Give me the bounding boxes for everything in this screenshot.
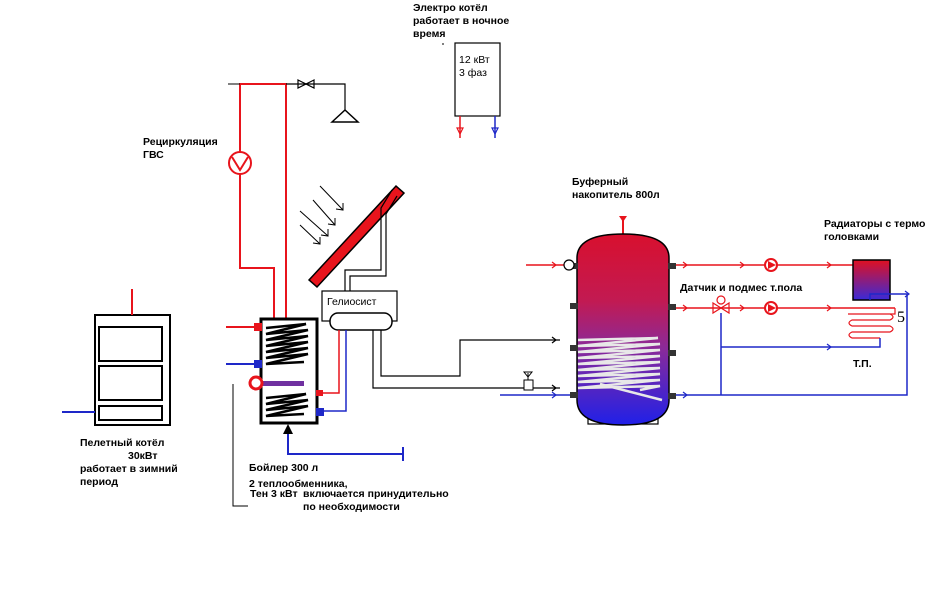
- boiler-label: Бойлер 300 л 2 теплообменника,: [249, 462, 348, 491]
- valve-icon[interactable]: [297, 79, 315, 89]
- label-line: накопитель 800л: [572, 189, 660, 201]
- sun-rays-icon: [299, 185, 344, 245]
- dhw-boiler: [226, 79, 404, 507]
- label-line: 30кВт: [128, 450, 158, 462]
- label-line: ГВС: [143, 149, 164, 161]
- label-line: время: [413, 28, 446, 40]
- helio-label: Гелиосист: [327, 296, 377, 308]
- sensor-label: Датчик и подмес т.пола: [680, 282, 803, 294]
- label-line: работает в ночное: [413, 15, 510, 27]
- radiator-circuit: [676, 258, 910, 399]
- label-line: по необходимости: [303, 501, 400, 513]
- label-line: Пелетный котёл: [80, 437, 165, 449]
- ten-label: Тен 3 кВт: [250, 488, 298, 500]
- buffer-hot-inlet: [526, 259, 575, 271]
- helio-system: [321, 290, 560, 412]
- floor-heating-circuit: [676, 295, 896, 395]
- pump-icon[interactable]: [764, 258, 778, 272]
- recirculation-label: Рециркуляция ГВС: [143, 136, 218, 162]
- pellet-boiler: [62, 289, 171, 426]
- shower-icon: [330, 108, 360, 123]
- radiators-label: Радиаторы с термо головками: [824, 218, 925, 244]
- label-line: Электро котёл: [413, 2, 488, 14]
- label-line: период: [80, 476, 118, 488]
- coil-count-label: 5: [897, 309, 905, 326]
- label-line: 3 фаз: [459, 67, 487, 79]
- electric-boiler: [442, 42, 501, 138]
- buffer-label: Буферный накопитель 800л: [572, 176, 660, 202]
- solar-panel-icon: [307, 184, 406, 291]
- pump-icon[interactable]: [764, 301, 778, 315]
- label-line: 2 теплообменника,: [249, 478, 348, 490]
- label-line: Буферный: [572, 176, 629, 188]
- pellet-boiler-label: Пелетный котёл 30кВт работает в зимний п…: [80, 437, 178, 489]
- electro-boiler-label: Электро котёл работает в ночное время: [413, 2, 509, 41]
- label-line: Бойлер 300 л: [249, 462, 319, 474]
- forced-label: включается принудительно по необходимост…: [303, 488, 449, 514]
- label-line: Радиаторы с термо: [824, 218, 926, 230]
- label-line: головками: [824, 231, 880, 243]
- label-line: включается принудительно: [303, 488, 449, 500]
- mixing-valve-icon[interactable]: [712, 295, 730, 395]
- pump-icon[interactable]: [228, 151, 252, 175]
- buffer-cold-lines: [500, 336, 570, 399]
- label-line: работает в зимний: [80, 463, 178, 475]
- label-line: 12 кВт: [459, 54, 490, 66]
- label-line: Рециркуляция: [143, 136, 218, 148]
- floor-heating-label: Т.П.: [853, 358, 872, 370]
- thermostat-icon: [522, 371, 534, 391]
- buffer-tank: [570, 216, 676, 426]
- electro-power-label: 12 кВт 3 фаз: [459, 54, 490, 80]
